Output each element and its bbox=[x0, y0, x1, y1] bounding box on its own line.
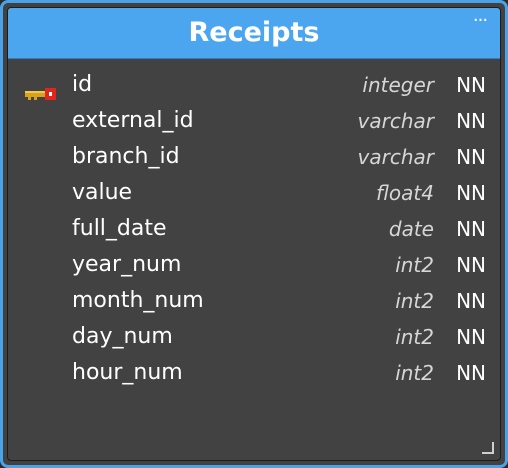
column-name: value bbox=[72, 180, 133, 205]
column-constraint: NN bbox=[456, 73, 486, 97]
column-constraint: NN bbox=[456, 325, 486, 349]
column-type: float4 bbox=[376, 181, 434, 205]
column-row[interactable]: value float4 NN bbox=[8, 175, 500, 211]
column-row[interactable]: year_num int2 NN bbox=[8, 247, 500, 283]
column-name: branch_id bbox=[72, 144, 180, 169]
column-row[interactable]: full_date date NN bbox=[8, 211, 500, 247]
column-row[interactable]: external_id varchar NN bbox=[8, 103, 500, 139]
column-constraint: NN bbox=[456, 289, 486, 313]
column-constraint: NN bbox=[456, 217, 486, 241]
ellipsis-icon[interactable]: ··· bbox=[472, 10, 488, 31]
column-type: integer bbox=[362, 73, 434, 97]
column-type: varchar bbox=[357, 109, 434, 133]
column-name: external_id bbox=[72, 108, 194, 133]
column-name: year_num bbox=[72, 252, 182, 277]
column-row[interactable]: day_num int2 NN bbox=[8, 319, 500, 355]
column-type: int2 bbox=[395, 289, 434, 313]
column-name: full_date bbox=[72, 216, 167, 241]
column-name: day_num bbox=[72, 324, 173, 349]
column-constraint: NN bbox=[456, 181, 486, 205]
column-name: month_num bbox=[72, 288, 204, 313]
column-type: date bbox=[388, 217, 434, 241]
resize-handle-icon[interactable] bbox=[482, 442, 494, 454]
column-name: id bbox=[72, 72, 93, 97]
column-type: varchar bbox=[357, 145, 434, 169]
column-type: int2 bbox=[395, 253, 434, 277]
table-title: Receipts bbox=[188, 17, 320, 48]
table-body: Receipts ··· id integer NN bbox=[7, 7, 501, 461]
column-constraint: NN bbox=[456, 253, 486, 277]
column-constraint: NN bbox=[456, 109, 486, 133]
column-constraint: NN bbox=[456, 361, 486, 385]
primary-key-icon bbox=[25, 78, 57, 100]
column-row[interactable]: branch_id varchar NN bbox=[8, 139, 500, 175]
table-header[interactable]: Receipts ··· bbox=[8, 8, 500, 59]
column-type: int2 bbox=[395, 361, 434, 385]
column-row[interactable]: hour_num int2 NN bbox=[8, 355, 500, 391]
column-constraint: NN bbox=[456, 145, 486, 169]
column-row[interactable]: month_num int2 NN bbox=[8, 283, 500, 319]
column-list: id integer NN external_id varchar NN bra… bbox=[8, 67, 500, 391]
column-row[interactable]: id integer NN bbox=[8, 67, 500, 103]
column-type: int2 bbox=[395, 325, 434, 349]
column-name: hour_num bbox=[72, 360, 183, 385]
